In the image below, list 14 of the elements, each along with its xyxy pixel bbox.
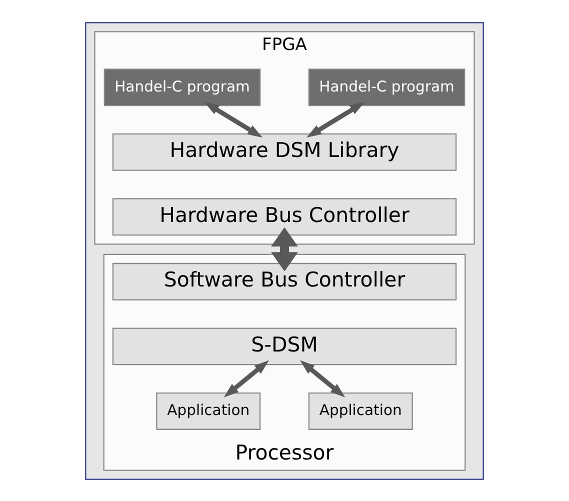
node-box: S-DSM <box>112 327 457 365</box>
node-box: Application <box>308 392 413 430</box>
node-box: Handel-C program <box>104 68 261 106</box>
node-box: Handel-C program <box>308 68 466 106</box>
arrow <box>306 102 365 138</box>
arrow <box>224 360 269 397</box>
node-box: Hardware DSM Library <box>112 132 457 170</box>
node-box: Software Bus Controller <box>112 262 457 300</box>
arrow <box>300 360 346 397</box>
arrow <box>271 226 298 271</box>
arrow <box>204 102 262 138</box>
cluster <box>85 22 484 480</box>
node-box: Application <box>156 392 261 430</box>
node-box: Hardware Bus Controller <box>112 198 457 236</box>
